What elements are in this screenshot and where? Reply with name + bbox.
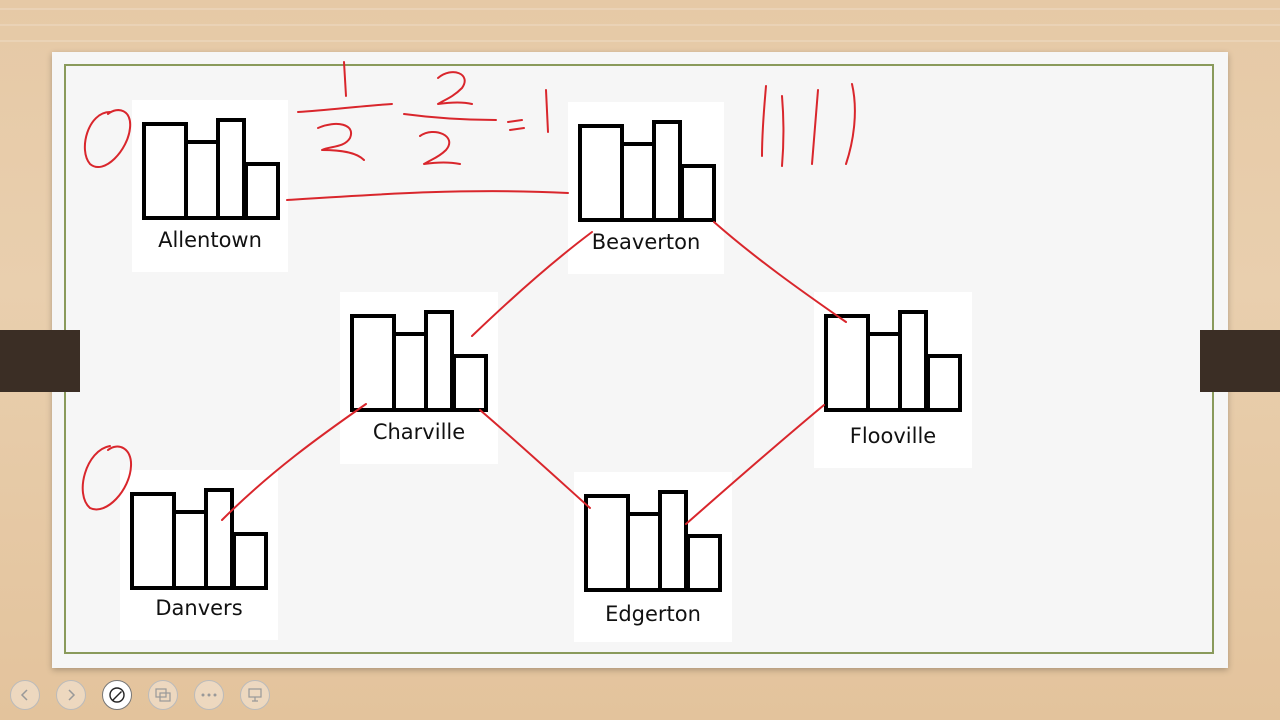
town-flooville-label: Flooville xyxy=(849,424,937,448)
town-allentown-label: Allentown xyxy=(158,228,262,252)
left-clip xyxy=(0,330,80,392)
town-allentown: Allentown xyxy=(132,100,288,272)
town-beaverton: Beaverton xyxy=(568,102,724,274)
town-danvers: Danvers xyxy=(120,470,278,640)
next-slide-button[interactable] xyxy=(56,680,86,710)
town-edgerton-buildings-icon xyxy=(584,490,722,592)
town-charville: Charville xyxy=(340,292,498,464)
more-options-button[interactable] xyxy=(194,680,224,710)
town-beaverton-label: Beaverton xyxy=(591,230,701,254)
town-edgerton: Edgerton xyxy=(574,472,732,642)
see-all-slides-button[interactable] xyxy=(148,680,178,710)
town-edgerton-label: Edgerton xyxy=(605,602,701,626)
presenter-icon xyxy=(248,688,262,702)
right-clip xyxy=(1200,330,1280,392)
town-flooville-buildings-icon xyxy=(824,310,962,412)
pen-icon xyxy=(109,687,125,703)
town-allentown-buildings-icon xyxy=(142,118,280,220)
chevron-right-icon xyxy=(68,689,76,701)
slideshow-toolbar xyxy=(10,680,270,712)
town-danvers-label: Danvers xyxy=(155,596,243,620)
presenter-view-button[interactable] xyxy=(240,680,270,710)
town-charville-buildings-icon xyxy=(350,310,488,412)
town-danvers-buildings-icon xyxy=(130,488,268,590)
previous-slide-button[interactable] xyxy=(10,680,40,710)
slides-icon xyxy=(155,688,171,702)
town-beaverton-buildings-icon xyxy=(578,120,716,222)
town-charville-label: Charville xyxy=(372,420,466,444)
ellipsis-icon xyxy=(201,693,217,697)
pen-tool-button[interactable] xyxy=(102,680,132,710)
town-flooville: Flooville xyxy=(814,292,972,468)
chevron-left-icon xyxy=(20,689,28,701)
